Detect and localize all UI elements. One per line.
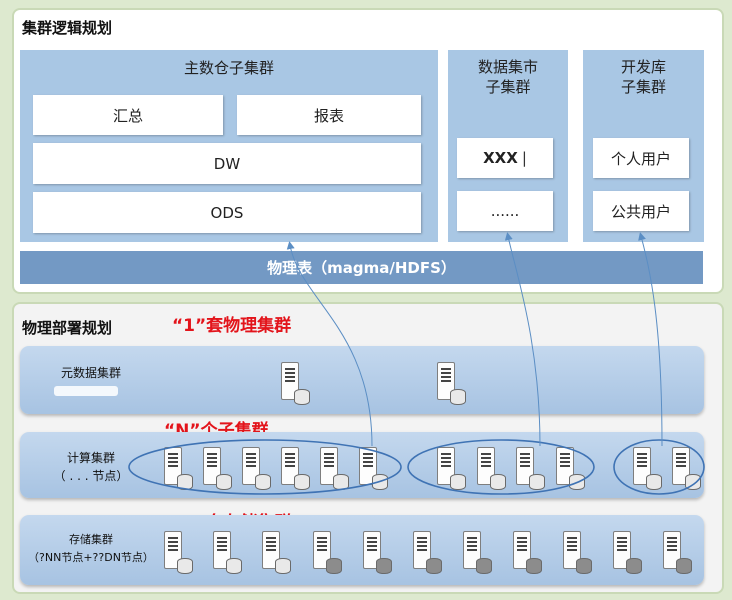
text-cursor-glyph: | [521, 149, 527, 167]
server-icon [613, 531, 642, 574]
server-icon [413, 531, 442, 574]
server-icon [363, 531, 392, 574]
main-warehouse-title: 主数仓子集群 [183, 59, 274, 77]
data-mart-title-line2: 子集群 [485, 78, 531, 96]
personal-user-box: 个人用户 [593, 138, 689, 178]
storage-label-line1: 存储集群 [69, 533, 113, 546]
server-icon [672, 447, 701, 490]
data-mart-xxx-box: XXX | [457, 138, 553, 178]
server-icon [281, 447, 310, 490]
physical-heading: 物理部署规划 [22, 319, 113, 337]
server-icon [203, 447, 232, 490]
server-icon [513, 531, 542, 574]
server-icon [633, 447, 662, 490]
server-icon [556, 447, 585, 490]
metadata-cluster-label: 元数据集群 [60, 366, 121, 380]
dev-library-title-line1: 开发库 [620, 58, 666, 76]
logical-heading: 集群逻辑规划 [22, 19, 113, 37]
server-icon [359, 447, 388, 490]
server-icon [477, 447, 506, 490]
server-icon [262, 531, 291, 574]
server-icon [213, 531, 242, 574]
data-mart-xxx-text: XXX [483, 149, 518, 167]
server-icon [437, 362, 466, 405]
data-mart-title-line1: 数据集市 [477, 58, 538, 76]
server-icon [164, 447, 193, 490]
report-box: 报表 [237, 95, 421, 135]
server-icon [563, 531, 592, 574]
compute-cluster-label: 计算集群 （ . . . 节点） [36, 449, 146, 485]
physical-table-bar: 物理表（magma/HDFS） [20, 251, 703, 284]
server-icon [437, 447, 466, 490]
server-icon [516, 447, 545, 490]
compute-label-line1: 计算集群 [66, 451, 115, 465]
dev-library-title-line2: 子集群 [620, 78, 666, 96]
server-icon [320, 447, 349, 490]
storage-label-line2: （?NN节点+??DN节点） [28, 551, 154, 564]
data-mart-more-box: ...... [457, 191, 553, 231]
redacted-block [54, 386, 118, 396]
public-user-box: 公共用户 [593, 191, 689, 231]
compute-label-line2: （ . . . 节点） [53, 469, 129, 483]
server-icon [313, 531, 342, 574]
dw-box: DW [33, 143, 421, 184]
ods-box: ODS [33, 192, 421, 233]
one-physical-cluster-label: “1”套物理集群 [172, 316, 292, 336]
server-icon [242, 447, 271, 490]
storage-cluster-label: 存储集群 （?NN节点+??DN节点） [26, 531, 156, 567]
server-icon [663, 531, 692, 574]
server-icon [164, 531, 193, 574]
server-icon [463, 531, 492, 574]
summary-box: 汇总 [33, 95, 223, 135]
server-icon [281, 362, 310, 405]
storage-cluster-band [20, 515, 704, 585]
